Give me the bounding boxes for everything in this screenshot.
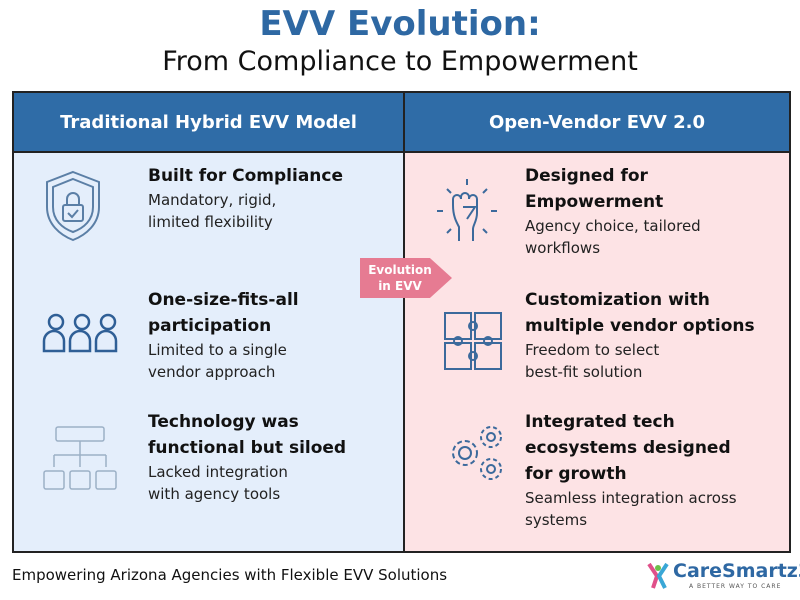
page-subtitle: From Compliance to Empowerment (162, 46, 638, 77)
footer-text: Empowering Arizona Agencies with Flexibl… (12, 566, 448, 584)
flowchart-icon (43, 426, 117, 490)
people-icon (42, 313, 118, 353)
logo-tagline: A BETTER WAY TO CARE (689, 583, 782, 590)
item-desc: Mandatory, rigid, limited flexibility (148, 191, 277, 231)
left-item: One-size-fits-all participation Limited … (148, 287, 388, 383)
item-title: Customization with multiple vendor optio… (525, 290, 755, 336)
item-title: Built for Compliance (148, 166, 344, 186)
item-title: Designed for Empowerment (525, 166, 664, 212)
page-title: EVV Evolution: (259, 4, 541, 44)
item-desc: Seamless integration across systems (525, 489, 737, 529)
raised-fist-icon (437, 179, 497, 241)
item-desc: Lacked integration with agency tools (148, 463, 288, 503)
right-item: Integrated tech ecosystems designed for … (525, 409, 775, 531)
shield-lock-icon (46, 170, 100, 242)
logo-name: CareSmartz360 (673, 560, 800, 582)
left-item: Technology was functional but siloed Lac… (148, 409, 388, 505)
evolution-badge: Evolution in EVV (360, 258, 452, 298)
item-title: Technology was functional but siloed (148, 412, 347, 458)
item-desc: Limited to a single vendor approach (148, 341, 287, 381)
right-header: Open-Vendor EVV 2.0 (403, 93, 789, 153)
caresmartz-logo: CareSmartz360 A BETTER WAY TO CARE (645, 560, 800, 592)
gears-icon (452, 426, 502, 480)
left-column: Built for Compliance Mandatory, rigid, l… (14, 153, 403, 551)
logo-figure-icon (647, 562, 669, 589)
item-desc: Freedom to select best-fit solution (525, 341, 660, 381)
left-item: Built for Compliance Mandatory, rigid, l… (148, 163, 388, 233)
left-header: Traditional Hybrid EVV Model (14, 93, 403, 153)
item-desc: Agency choice, tailored workflows (525, 217, 701, 257)
item-title: One-size-fits-all participation (148, 290, 299, 336)
right-item: Designed for Empowerment Agency choice, … (525, 163, 775, 259)
right-item: Customization with multiple vendor optio… (525, 287, 775, 383)
right-column: Designed for Empowerment Agency choice, … (403, 153, 789, 551)
puzzle-icon (444, 312, 502, 370)
item-title: Integrated tech ecosystems designed for … (525, 412, 731, 484)
comparison-table: Traditional Hybrid EVV Model Open-Vendor… (12, 91, 791, 553)
